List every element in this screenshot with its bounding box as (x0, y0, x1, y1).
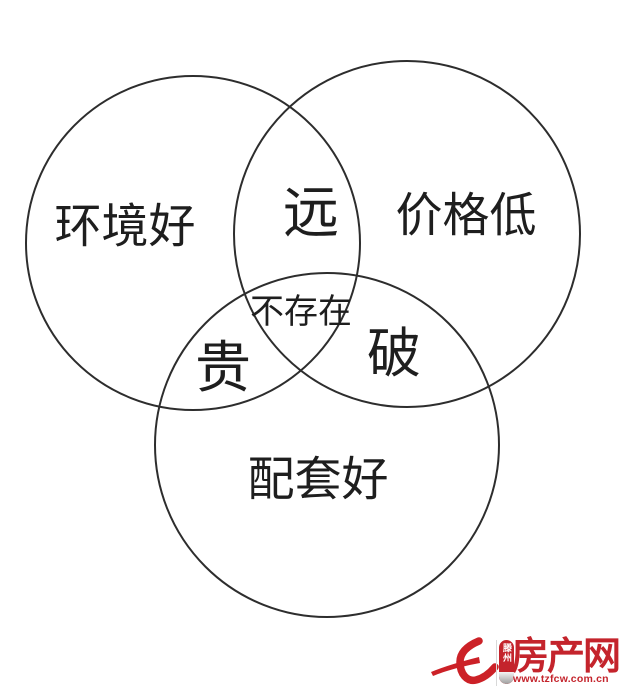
overlap-label-expensive: 贵 (195, 338, 251, 400)
set-label-environment: 环境好 (54, 201, 196, 254)
overlap-label-far: 远 (283, 183, 339, 245)
watermark-divider (496, 640, 497, 686)
watermark-site-url: www.tzfcw.com.cn (513, 673, 609, 685)
city-badge: 滕州 (499, 640, 514, 684)
city-badge-pill-bottom (499, 672, 514, 684)
overlap-label-nonexistent: 不存在 (250, 294, 352, 331)
city-badge-label: 滕州 (502, 643, 512, 663)
venn-circle-amenities (154, 272, 500, 618)
e-swoosh-icon (431, 637, 499, 685)
set-label-price: 价格低 (395, 190, 537, 243)
watermark-site-name: 房产网 (511, 636, 620, 678)
set-label-amenities: 配套好 (247, 454, 389, 507)
overlap-label-shabby: 破 (367, 324, 421, 384)
